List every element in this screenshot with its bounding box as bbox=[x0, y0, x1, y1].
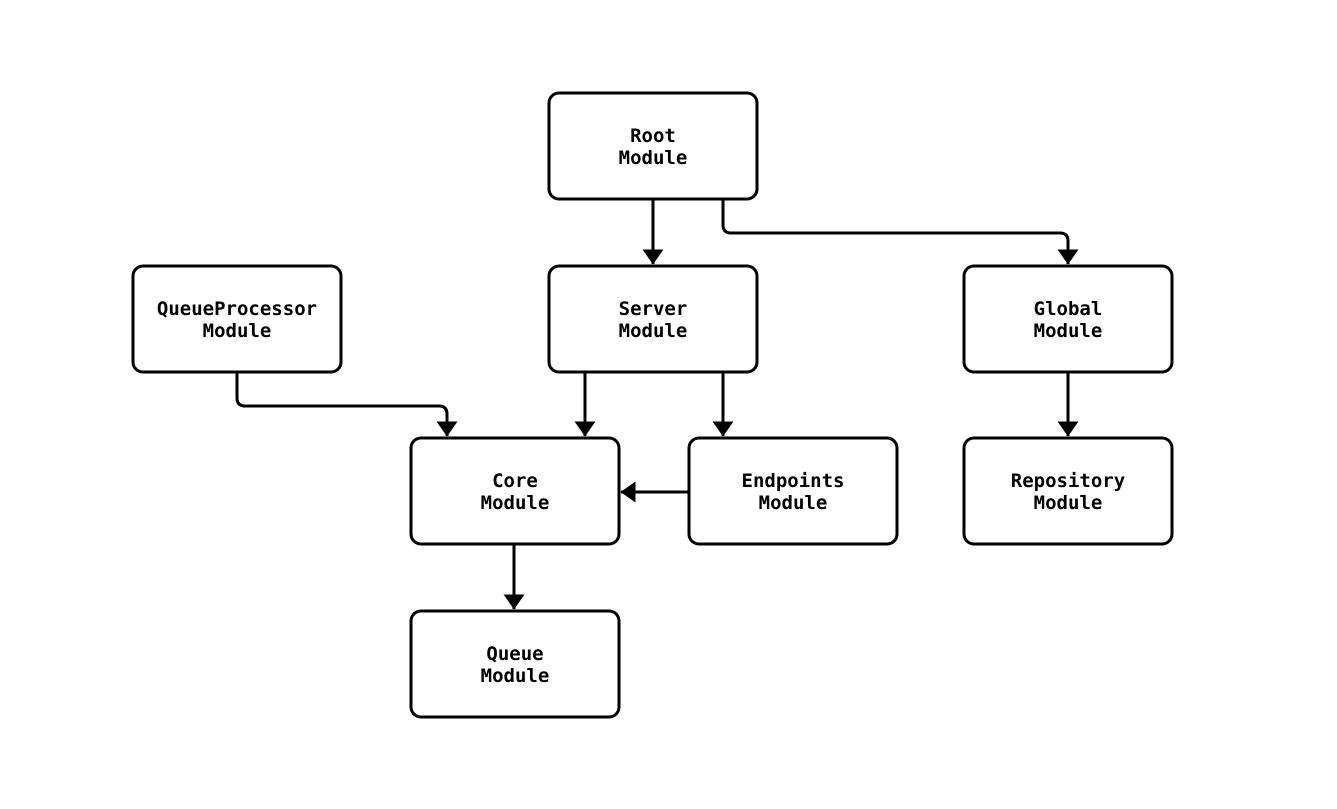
node-label-line: Module bbox=[481, 665, 550, 687]
node-box bbox=[409, 609, 621, 719]
node-label-line: Module bbox=[1034, 320, 1103, 342]
node-label-line: Module bbox=[1034, 492, 1103, 514]
edge-queueprocessor-to-core bbox=[235, 372, 458, 437]
node-label-line: Module bbox=[619, 320, 688, 342]
edges-layer bbox=[235, 199, 1079, 610]
node-label-line: Global bbox=[1034, 298, 1103, 320]
node-label-line: Module bbox=[481, 492, 550, 514]
nodes-layer: RootModuleQueueProcessorModuleServerModu… bbox=[131, 91, 1174, 719]
node-label-line: Queue bbox=[486, 643, 543, 665]
node-label-line: Module bbox=[619, 147, 688, 169]
node-label-line: Core bbox=[492, 470, 538, 492]
node-box bbox=[131, 264, 343, 374]
node-label-line: QueueProcessor bbox=[157, 298, 317, 320]
node-box bbox=[547, 91, 759, 201]
node-label-line: Repository bbox=[1011, 470, 1125, 492]
node-label-line: Root bbox=[630, 125, 676, 147]
node-label-line: Server bbox=[619, 298, 688, 320]
node-box bbox=[409, 436, 621, 546]
edge-root-to-global bbox=[721, 199, 1079, 265]
node-box bbox=[687, 436, 899, 546]
node-box bbox=[962, 436, 1174, 546]
node-label-line: Module bbox=[759, 492, 828, 514]
node-box bbox=[547, 264, 759, 374]
node-label-line: Endpoints bbox=[742, 470, 845, 492]
node-label-line: Module bbox=[203, 320, 272, 342]
node-box bbox=[962, 264, 1174, 374]
